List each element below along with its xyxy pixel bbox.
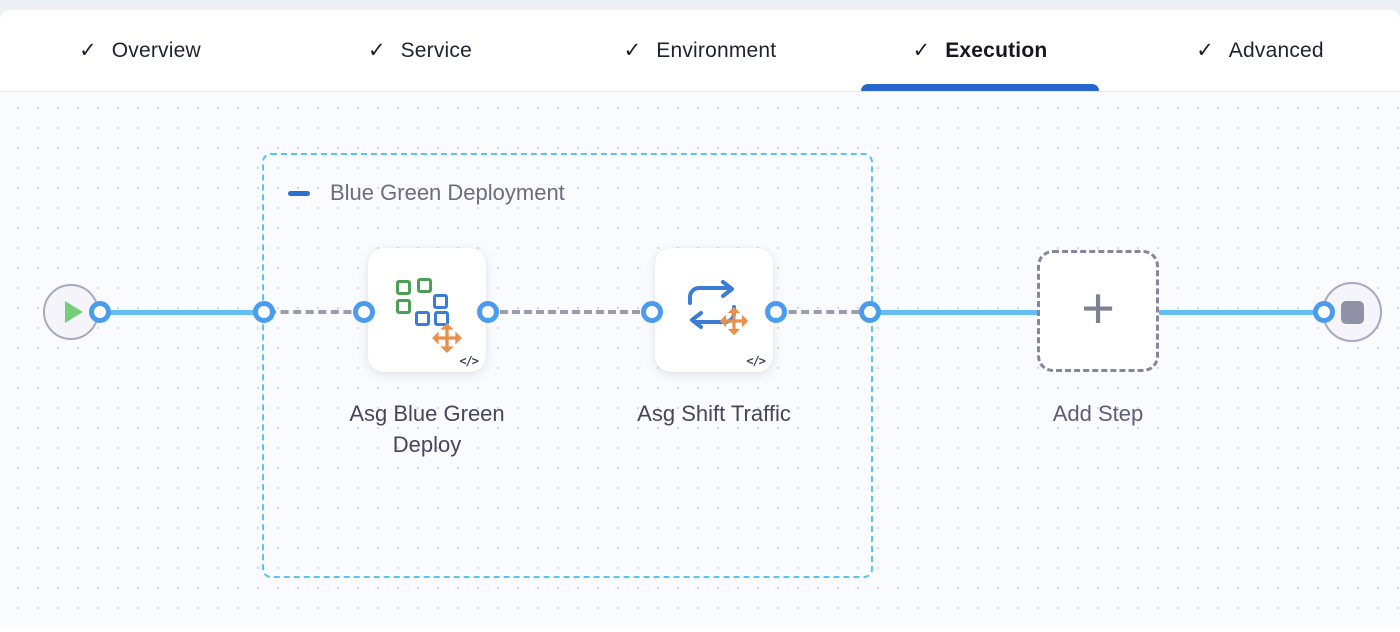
step-group-header: Blue Green Deployment — [288, 180, 565, 206]
asg-shift-traffic-icon — [679, 280, 749, 336]
port-end-in[interactable] — [1313, 301, 1335, 323]
tab-advanced[interactable]: ✓ Advanced — [1120, 10, 1400, 91]
active-tab-underline — [861, 84, 1099, 91]
tab-environment[interactable]: ✓ Environment — [560, 10, 840, 91]
port-step1-out[interactable] — [477, 301, 499, 323]
code-badge-icon: </> — [459, 354, 479, 368]
tab-overview[interactable]: ✓ Overview — [0, 10, 280, 91]
asg-blue-green-deploy-icon — [396, 278, 462, 353]
collapse-group-icon[interactable] — [288, 190, 310, 196]
pipeline-end-node[interactable] — [1322, 282, 1382, 342]
move-arrows-icon — [719, 306, 749, 336]
port-start-out[interactable] — [89, 301, 111, 323]
check-icon: ✓ — [912, 39, 931, 62]
port-group-in[interactable] — [253, 301, 275, 323]
edge-group-to-addstep — [872, 310, 1040, 315]
tab-label: Advanced — [1228, 38, 1324, 62]
port-step2-in[interactable] — [641, 301, 663, 323]
canvas-bottom-strip — [0, 627, 1400, 632]
stop-icon — [1340, 300, 1364, 324]
edge-addstep-to-end — [1158, 310, 1324, 315]
edge-start-to-group — [100, 310, 268, 315]
tab-service[interactable]: ✓ Service — [280, 10, 560, 91]
step-card-asg-blue-green-deploy[interactable]: </> — [368, 248, 486, 372]
port-step2-out[interactable] — [765, 301, 787, 323]
port-step1-in[interactable] — [353, 301, 375, 323]
check-icon: ✓ — [79, 39, 97, 62]
edge-step1-to-step2 — [488, 310, 652, 314]
tab-label: Execution — [945, 38, 1048, 62]
move-arrows-icon — [432, 323, 462, 353]
step-card-asg-shift-traffic[interactable]: </> — [655, 248, 773, 372]
step-group-blue-green-deployment[interactable] — [262, 153, 873, 578]
port-group-out[interactable] — [859, 301, 881, 323]
step-group-label: Blue Green Deployment — [330, 180, 565, 205]
tab-label: Service — [400, 38, 473, 62]
code-badge-icon: </> — [746, 354, 766, 368]
tab-label: Overview — [111, 38, 201, 62]
edge-group-to-step1 — [268, 310, 364, 314]
check-icon: ✓ — [367, 39, 386, 62]
tab-label: Environment — [656, 38, 777, 62]
add-step-button[interactable]: + — [1037, 250, 1159, 372]
edge-step2-to-group — [776, 310, 872, 314]
check-icon: ✓ — [623, 39, 642, 62]
tab-execution[interactable]: ✓ Execution — [840, 10, 1120, 91]
plus-icon: + — [1081, 276, 1115, 341]
add-step-label: Add Step — [1052, 401, 1144, 426]
check-icon: ✓ — [1196, 39, 1214, 62]
step-label-asg-blue-green-deploy: Asg Blue Green Deploy — [349, 401, 505, 457]
execution-pipeline-canvas[interactable]: Blue Green Deployment </> — [0, 92, 1400, 632]
step-label-asg-shift-traffic: Asg Shift Traffic — [637, 401, 791, 426]
stage-config-tabbar: ✓ Overview ✓ Service ✓ Environment ✓ Exe… — [0, 10, 1400, 92]
play-icon — [64, 301, 83, 323]
